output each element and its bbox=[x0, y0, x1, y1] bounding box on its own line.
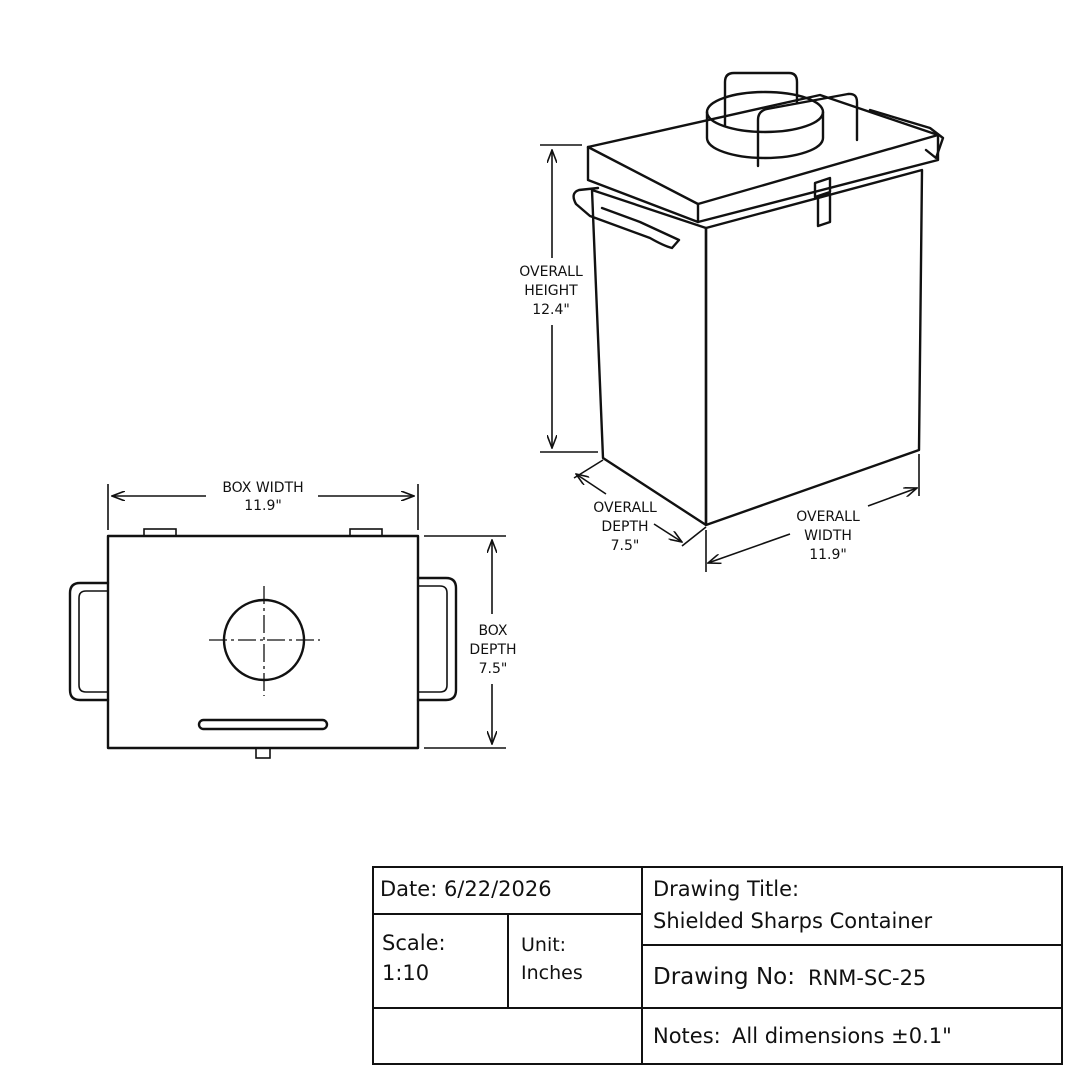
unit-label: Unit: bbox=[521, 934, 567, 956]
title-block: Date: 6/22/2026 Scale: 1:10 Unit: Inches… bbox=[372, 866, 1063, 1065]
lid-side-front bbox=[696, 133, 940, 224]
scale-value: 1:10 bbox=[382, 961, 430, 985]
drawing-no-label: Drawing No: bbox=[653, 964, 795, 990]
notes-value: All dimensions ±0.1" bbox=[732, 1024, 952, 1048]
technical-drawing: OVERALL HEIGHT 12.4" OVERALL DEPTH 7.5" … bbox=[68, 71, 945, 759]
top-handle-rear bbox=[723, 71, 799, 127]
height-value: 12.4" bbox=[532, 302, 570, 318]
box-depth-label-1: BOX bbox=[478, 623, 507, 639]
depth-value: 7.5" bbox=[611, 538, 640, 554]
latch-icon bbox=[813, 176, 832, 228]
isometric-view: OVERALL HEIGHT 12.4" OVERALL DEPTH 7.5" … bbox=[519, 71, 945, 572]
side-handle-right bbox=[868, 108, 945, 160]
box-width-value: 11.9" bbox=[244, 498, 282, 514]
lid-side-left bbox=[586, 145, 700, 224]
height-label-2: HEIGHT bbox=[524, 283, 578, 299]
width-label-1: OVERALL bbox=[796, 509, 860, 525]
box-width-label: BOX WIDTH bbox=[222, 480, 303, 496]
hinge-left bbox=[143, 528, 177, 537]
top-view-handle-right bbox=[416, 576, 458, 702]
box-width-dimension bbox=[107, 484, 419, 530]
top-view-outline bbox=[106, 534, 420, 750]
top-view: BOX WIDTH 11.9" BOX DEPTH 7.5" bbox=[68, 480, 517, 759]
height-dimension bbox=[540, 144, 598, 453]
width-dimension bbox=[705, 454, 920, 572]
box-depth-dimension bbox=[424, 535, 506, 749]
width-value: 11.9" bbox=[809, 547, 847, 563]
date-field: Date: 6/22/2026 bbox=[380, 877, 552, 901]
sharps-slot bbox=[197, 718, 329, 731]
box-depth-value: 7.5" bbox=[479, 661, 508, 677]
width-label-2: WIDTH bbox=[804, 528, 852, 544]
scale-label: Scale: bbox=[382, 931, 446, 955]
top-view-handle-right-inner bbox=[418, 585, 448, 693]
drawing-title-value: Shielded Sharps Container bbox=[653, 909, 933, 933]
depth-label-2: DEPTH bbox=[601, 519, 648, 535]
box-front-face bbox=[704, 168, 924, 527]
unit-value: Inches bbox=[521, 962, 583, 984]
depth-dimension bbox=[573, 459, 707, 547]
height-label-1: OVERALL bbox=[519, 264, 583, 280]
side-handle-left bbox=[572, 186, 681, 250]
notes-label: Notes: bbox=[653, 1024, 721, 1048]
box-left-face bbox=[590, 188, 708, 527]
drawing-title-label: Drawing Title: bbox=[653, 877, 800, 901]
top-view-handle-left bbox=[68, 581, 110, 702]
top-view-handle-left-inner bbox=[78, 590, 108, 693]
box-depth-label-2: DEPTH bbox=[469, 642, 516, 658]
top-handle-front bbox=[756, 92, 859, 168]
top-view-latch bbox=[255, 747, 271, 759]
depth-label-1: OVERALL bbox=[593, 500, 657, 516]
hinge-right bbox=[349, 528, 383, 537]
lid-port bbox=[705, 90, 825, 160]
drawing-no-value: RNM-SC-25 bbox=[808, 966, 927, 990]
